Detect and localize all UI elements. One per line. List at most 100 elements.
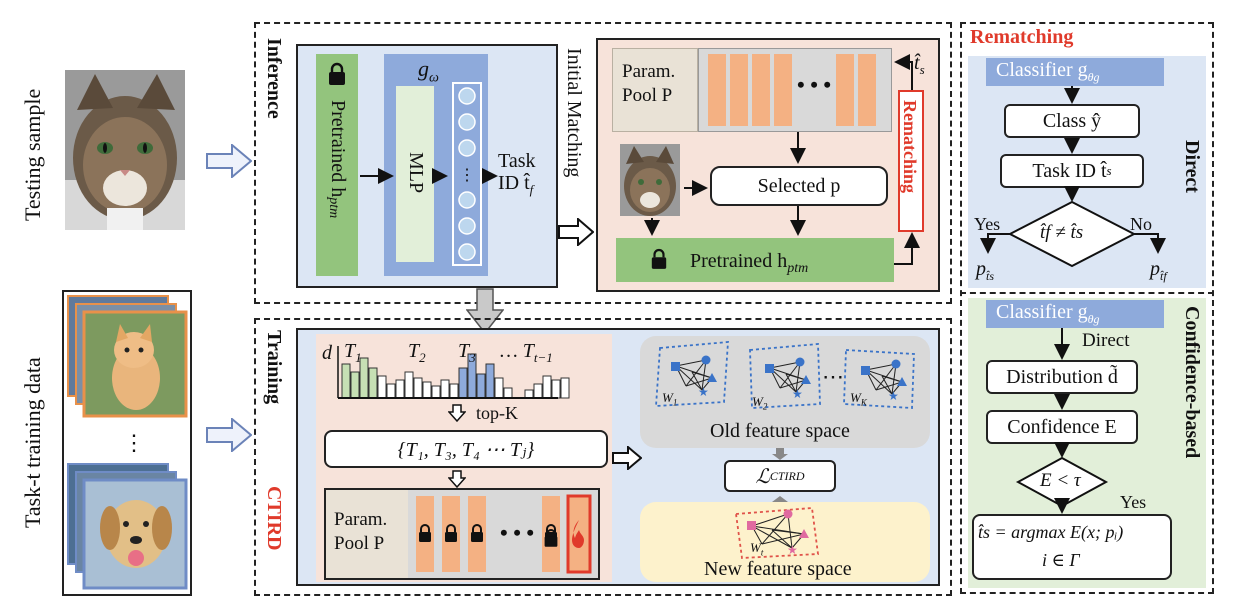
classifier-label-2: Classifier gθg bbox=[996, 301, 1100, 326]
graph-ellipsis: ⋯ bbox=[822, 364, 844, 389]
classifier-header-1 bbox=[986, 58, 1164, 86]
training-pool-ellipsis: • • • bbox=[500, 520, 535, 545]
p-tf-label: pt̂f bbox=[1150, 258, 1167, 283]
task-label-3: T3 bbox=[458, 340, 476, 365]
wk-label: WK bbox=[850, 390, 867, 408]
distribution-box: Distribution d̃ bbox=[986, 360, 1138, 394]
p-ts-label: pt̂s bbox=[976, 258, 995, 283]
new-feature-space-label: New feature space bbox=[704, 558, 852, 580]
lock-icon bbox=[544, 529, 558, 547]
histogram-bar bbox=[449, 383, 459, 399]
final-formula-line1: t̂s = argmax E(x; pᵢ) bbox=[978, 522, 1124, 542]
lock-icon bbox=[651, 248, 667, 269]
training-prompt-blocks bbox=[416, 494, 592, 574]
histogram-bar bbox=[350, 371, 360, 399]
yes2-label: Yes bbox=[1120, 492, 1147, 512]
classifier-header-2 bbox=[986, 300, 1164, 328]
testing-sample-label: Testing sample bbox=[20, 88, 45, 222]
ctird-title: CTIRD bbox=[263, 486, 285, 551]
histogram-bar bbox=[533, 383, 543, 399]
confidence-flow bbox=[1015, 328, 1109, 514]
param-pool-label-box bbox=[612, 48, 698, 132]
svg-text:★: ★ bbox=[787, 543, 798, 557]
training-data-label: Task-t training data bbox=[20, 357, 45, 529]
hollow-arrow-icon bbox=[206, 144, 252, 178]
loss-arrows bbox=[772, 448, 788, 508]
task-label-last: … Tt−1 bbox=[500, 340, 553, 365]
histogram-bar bbox=[440, 379, 450, 399]
task-label-2: T2 bbox=[408, 340, 426, 365]
d-label: d bbox=[322, 342, 332, 364]
histogram-bar bbox=[524, 389, 534, 399]
class-box: Class ŷ bbox=[1004, 104, 1140, 138]
new-feature-graph: ★ bbox=[734, 507, 820, 559]
lock-icon bbox=[329, 62, 345, 85]
hollow-arrow-icon bbox=[558, 218, 594, 246]
histogram-bar bbox=[485, 363, 495, 399]
histogram-bar bbox=[494, 377, 504, 399]
histogram-bar bbox=[395, 379, 405, 399]
output-neurons bbox=[452, 82, 482, 266]
inference-arrows bbox=[360, 168, 498, 184]
direct-arrow-label: Direct bbox=[1082, 330, 1130, 351]
svg-text:⋮: ⋮ bbox=[459, 167, 475, 184]
inference-block bbox=[254, 22, 952, 304]
rematching-block bbox=[960, 22, 1214, 594]
direct-title: Direct bbox=[1181, 140, 1203, 193]
wt-label: Wt bbox=[750, 540, 764, 558]
training-pool-label-box bbox=[326, 490, 408, 578]
final-formula-line2: i ∈ Γ bbox=[1042, 550, 1080, 570]
histogram-bar bbox=[431, 385, 441, 399]
confidence-title: Confidence-based bbox=[1181, 306, 1203, 459]
histogram-bar bbox=[404, 371, 414, 399]
histogram-bar bbox=[476, 373, 486, 399]
testing-sample-image bbox=[65, 70, 185, 230]
old-feature-graphs: ★ bbox=[655, 341, 915, 409]
test-sample-thumbnail bbox=[620, 144, 680, 216]
histogram-bar bbox=[458, 367, 468, 399]
condition-label: t̂f ≠ t̂s bbox=[1040, 222, 1084, 243]
old-feature-space-label: Old feature space bbox=[710, 420, 850, 442]
training-title: Training bbox=[263, 330, 285, 405]
pretrained-label: Pretrained hptm bbox=[326, 100, 349, 219]
topk-label: top-K bbox=[476, 403, 518, 423]
histogram-bar bbox=[368, 367, 378, 399]
prompt-blocks bbox=[708, 54, 876, 126]
mlp-label: MLP bbox=[405, 152, 427, 194]
matching-arrows bbox=[644, 54, 920, 265]
task-id-box: Task ID t̂s bbox=[1000, 154, 1144, 188]
no-label: No bbox=[1130, 214, 1152, 234]
hollow-down-arrow-icon bbox=[448, 470, 466, 488]
histogram-bar bbox=[413, 377, 423, 399]
histogram-bar bbox=[503, 387, 513, 399]
condition2-label: E < τ bbox=[1040, 470, 1081, 491]
training-data-box bbox=[62, 290, 192, 596]
training-images-stack: ⋮ bbox=[67, 295, 188, 590]
histogram-bar bbox=[422, 381, 432, 399]
rematching-divider bbox=[960, 292, 1214, 294]
histogram-bar bbox=[542, 375, 552, 399]
svg-text:⋮: ⋮ bbox=[123, 430, 145, 455]
ts-label: t̂s bbox=[914, 52, 925, 77]
down-arrow-icon bbox=[466, 288, 504, 334]
histogram-bar bbox=[377, 375, 387, 399]
pretrained-label: Pretrained hptm bbox=[690, 250, 809, 276]
histogram-bar bbox=[386, 383, 396, 399]
hollow-arrow-icon bbox=[206, 418, 252, 452]
yes-label: Yes bbox=[974, 214, 1001, 234]
task-id-label: Task ID t̂f bbox=[498, 150, 536, 197]
hollow-down-arrow-icon bbox=[448, 404, 466, 422]
histogram-bar bbox=[341, 363, 351, 399]
training-block bbox=[254, 318, 952, 596]
selected-prompt-box: Selected p bbox=[710, 166, 888, 206]
classifier-label-1: Classifier gθg bbox=[996, 59, 1100, 84]
inference-title: Inference bbox=[263, 38, 285, 119]
final-formula-box bbox=[972, 514, 1172, 580]
mlp-block bbox=[396, 86, 434, 262]
w1-label: W1 bbox=[662, 390, 678, 408]
pool-ellipsis: • • • bbox=[797, 72, 832, 97]
task-label-1: T1 bbox=[344, 340, 362, 365]
rematching-title: Rematching bbox=[970, 26, 1074, 48]
